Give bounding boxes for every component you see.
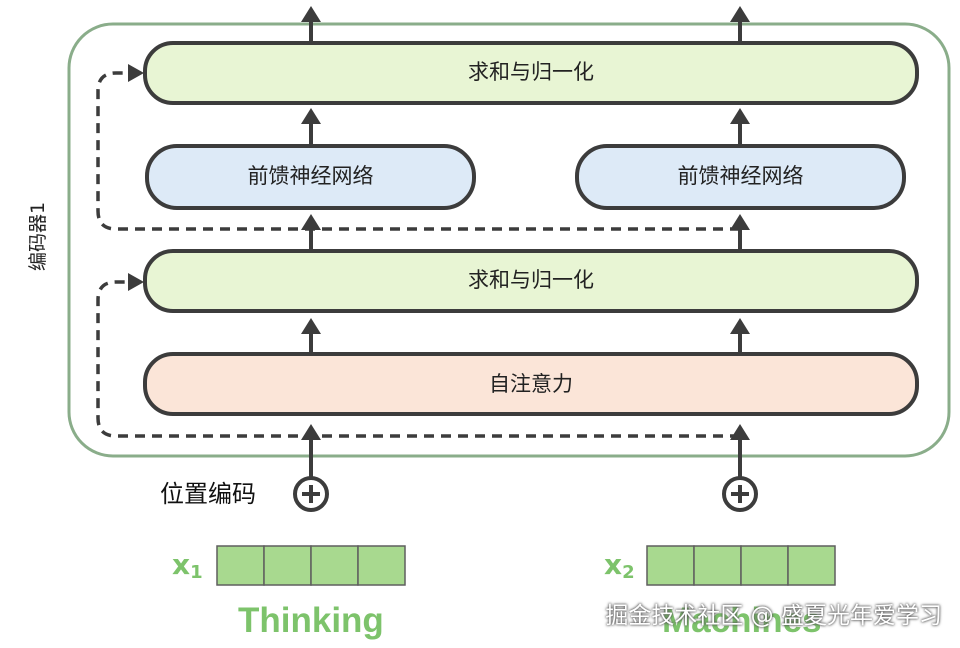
ffn-left-label: 前馈神经网络 xyxy=(247,164,374,188)
encoder-label: 编码器1 xyxy=(27,201,49,271)
self-attention-box xyxy=(143,352,919,416)
input-word: Machines xyxy=(662,601,822,640)
embedding-vector-1 xyxy=(216,545,406,586)
ffn-left-box xyxy=(145,144,476,210)
embedding-vector-2 xyxy=(646,545,836,586)
positional-encoding-label: 位置编码 xyxy=(160,480,256,508)
ffn-right-label: 前馈神经网络 xyxy=(677,164,804,188)
ffn-right-box xyxy=(575,144,906,210)
input-var-subscript: 2 xyxy=(622,562,635,583)
add-norm-top-label: 求和与归一化 xyxy=(468,60,594,84)
input-var-label: x1 xyxy=(172,548,203,583)
residual-connections xyxy=(96,71,740,438)
watermark: 掘金技术社区 @ 盛夏光年爱学习 xyxy=(605,603,942,629)
add-norm-top-box xyxy=(143,41,919,105)
add-norm-bottom-label: 求和与归一化 xyxy=(468,268,594,292)
self-attention-label: 自注意力 xyxy=(489,372,573,396)
add-norm-bottom-box xyxy=(143,249,919,313)
input-var-name: x xyxy=(604,548,623,581)
input-var-subscript: 1 xyxy=(190,562,203,583)
add-icon xyxy=(293,476,329,512)
arrows-column-2 xyxy=(730,6,750,478)
add-icon xyxy=(722,476,758,512)
residual-arrowheads xyxy=(128,64,144,291)
input-var-name: x xyxy=(172,548,191,581)
input-var-label: x2 xyxy=(604,548,635,583)
encoder-frame xyxy=(67,22,951,458)
input-word: Thinking xyxy=(238,601,384,640)
arrows-column-1 xyxy=(301,6,321,478)
